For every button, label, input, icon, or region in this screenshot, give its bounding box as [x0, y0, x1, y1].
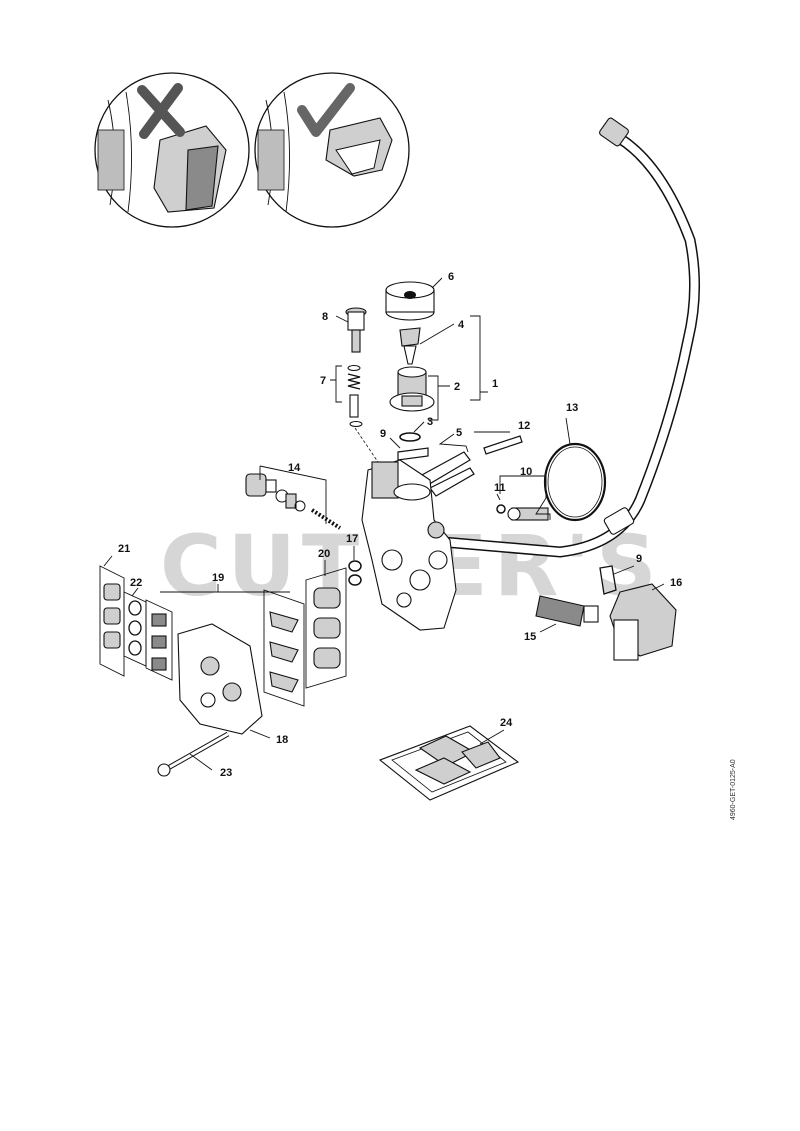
o-ring-17b: [348, 574, 362, 586]
callout-15: 15: [524, 631, 536, 643]
callout-17: 17: [346, 533, 358, 545]
callout-13: 13: [566, 402, 578, 414]
callout-16: 16: [670, 577, 682, 589]
callout-22: 22: [130, 577, 142, 589]
pump-housing: [361, 459, 457, 631]
gasket-set-24: [378, 725, 520, 801]
seal-set-20: [305, 567, 347, 689]
callout-23: 23: [220, 767, 232, 779]
callout-4: 4: [458, 319, 465, 331]
seal-set-19-right: [263, 589, 305, 707]
callout-3: 3: [427, 416, 433, 428]
checkmark-icon: [297, 83, 355, 137]
callout-24: 24: [500, 717, 513, 729]
leader-lines: [103, 277, 665, 771]
valve-4: [399, 327, 421, 365]
correct-inset: [254, 72, 410, 228]
o-ring-11: [496, 504, 506, 514]
cylinder-head-18: [177, 623, 263, 735]
callout-21: 21: [118, 543, 130, 555]
fitting-2: [389, 366, 435, 412]
clip-9-top: [397, 447, 429, 461]
o-ring-17a: [348, 560, 362, 572]
clip-12: [483, 435, 523, 455]
callout-9-right: 9: [636, 553, 642, 565]
spring-7: [347, 365, 363, 427]
o-ring-13: [543, 442, 607, 522]
o-ring-3: [399, 432, 421, 442]
callout-5: 5: [456, 427, 462, 439]
callout-9-top: 9: [380, 428, 386, 440]
callout-14: 14: [288, 462, 301, 474]
cross-icon: [137, 83, 185, 139]
switch-16: [609, 583, 677, 661]
o-ring-kit-22: [123, 591, 147, 667]
clip-9-right: [599, 565, 617, 595]
callout-10: 10: [520, 466, 532, 478]
callout-7: 7: [320, 375, 326, 387]
callout-18: 18: [276, 734, 288, 746]
document-id: 4960-GET-0125-A0: [730, 759, 737, 820]
callout-8: 8: [322, 311, 328, 323]
sensor-15: [535, 595, 599, 627]
incorrect-inset: [94, 72, 250, 228]
bolt-23: [157, 731, 230, 777]
plunger-8: [345, 307, 367, 353]
cap-6: [385, 281, 435, 321]
high-pressure-hose: [414, 117, 701, 558]
callout-19: 19: [212, 572, 224, 584]
valve-set-19-left: [145, 599, 173, 681]
valve-kit-21: [99, 565, 125, 677]
callout-20: 20: [318, 548, 330, 560]
callout-1: 1: [492, 378, 498, 390]
callout-2: 2: [454, 381, 460, 393]
callouts: 6 8 4 7 2 1 3 9 5 12 13 10 11 14 17 20 2…: [118, 271, 682, 779]
callout-12: 12: [518, 420, 530, 432]
callout-6: 6: [448, 271, 454, 283]
callout-11: 11: [494, 482, 506, 494]
